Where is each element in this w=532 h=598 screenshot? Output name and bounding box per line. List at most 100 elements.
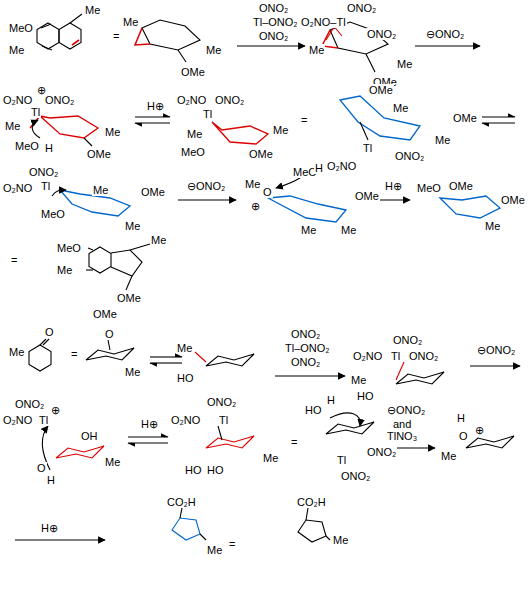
atom-label: H — [314, 162, 324, 174]
atom-label: Tl — [336, 454, 347, 466]
atom-label: Tl — [202, 108, 213, 120]
atom-label: Tl — [38, 414, 49, 426]
atom-label: Me — [300, 224, 317, 236]
atom-label: Me — [332, 534, 349, 546]
atom-label: Me — [440, 450, 457, 462]
atom-label: Tl — [40, 180, 51, 192]
atom-label: OMe — [500, 194, 526, 206]
atom-label: Me — [206, 544, 223, 556]
atom-label: Tl — [362, 142, 373, 154]
atom-label: Tl — [390, 350, 401, 362]
atom-label: ⊖ONO₂ — [476, 344, 516, 356]
atom-label: ONO₂ — [366, 28, 397, 40]
atom-label: Me — [8, 44, 25, 56]
atom-label: ONO₂ — [392, 334, 423, 346]
atom-label: = — [300, 114, 308, 126]
atom-label: Tl — [218, 414, 229, 426]
atom-label: ONO₂ — [258, 30, 289, 42]
atom-label: ONO₂ — [340, 470, 371, 482]
atom-label: = — [10, 254, 18, 266]
atom-label: Me — [8, 346, 25, 358]
atom-label: O — [36, 462, 47, 474]
atom-label: ONO₂ — [206, 396, 237, 408]
atom-label: OMe — [92, 308, 118, 320]
atom-label: H — [326, 394, 336, 406]
atom-label: ONO₂ — [290, 328, 321, 340]
atom-label: MeO — [416, 182, 442, 194]
atom-label: MeO — [56, 242, 82, 254]
atom-label: H⊕ — [140, 418, 159, 430]
atom-label: = — [112, 30, 120, 42]
atom-label: Me — [340, 224, 357, 236]
atom-label: O — [458, 430, 469, 442]
atom-label: Tl–ONO₂ — [252, 16, 299, 28]
atom-label: = — [290, 436, 298, 448]
atom-label: O — [262, 186, 273, 198]
atom-label: MeO — [14, 140, 40, 152]
atom-label: Me — [244, 178, 261, 190]
atom-label: Me — [272, 124, 289, 136]
atom-label: ONO₂ — [214, 94, 245, 106]
atom-label: Me — [434, 134, 451, 146]
atom-label: HO — [304, 404, 323, 416]
atom-label: = — [70, 348, 78, 360]
atom-label: Me — [150, 234, 167, 246]
atom-label: TlNO₃ — [386, 430, 418, 442]
atom-label: OMe — [354, 190, 380, 202]
atom-label: O₂NO–Tl — [300, 16, 347, 28]
atom-label: Me — [262, 452, 279, 464]
atom-label: H⊕ — [146, 100, 165, 112]
atom-label: Me — [104, 456, 121, 468]
atom-label: Me — [186, 128, 203, 140]
atom-label: HO — [356, 390, 375, 402]
atom-label: ⊕ — [250, 200, 261, 212]
atom-label: ONO₂ — [394, 150, 425, 162]
atom-label: MeO — [180, 146, 206, 158]
atom-label: OMe — [140, 186, 166, 198]
atom-label: Tl — [30, 106, 41, 118]
atom-label: Me — [84, 4, 101, 16]
atom-label: ONO₂ — [14, 398, 45, 410]
atom-label: ONO₂ — [366, 446, 397, 458]
atom-label: OMe — [448, 180, 474, 192]
atom-label: ⊖ONO₂ — [425, 28, 465, 40]
atom-label: OMe — [368, 84, 394, 96]
atom-label: OMe — [116, 292, 142, 304]
atom-label: O₂NO — [2, 182, 33, 194]
atom-label: OH — [80, 430, 99, 442]
atom-label: O₂NO — [176, 94, 207, 106]
atom-label: OMe — [180, 66, 206, 78]
atom-label: Me — [124, 366, 141, 378]
atom-label: Me — [484, 220, 501, 232]
atom-label: and — [392, 418, 412, 430]
atom-label: Me — [4, 120, 21, 132]
atom-label: Me — [92, 184, 109, 196]
atom-label: HO — [184, 464, 203, 476]
atom-label: ⊕ — [50, 404, 61, 416]
atom-label: H — [46, 474, 56, 486]
atom-label: ONO₂ — [258, 2, 289, 14]
atom-label: MeO — [8, 22, 34, 34]
atom-label: ONO₂ — [408, 350, 439, 362]
atom-label: Me — [350, 374, 367, 386]
atom-label: ONO₂ — [290, 356, 321, 368]
atom-label: MeO — [40, 208, 66, 220]
atom-label: O₂NO — [2, 94, 33, 106]
atom-label: O — [44, 326, 55, 338]
atom-label: ⊖ONO₂ — [386, 404, 426, 416]
atom-label: OMe — [248, 148, 274, 160]
atom-label: Me — [122, 16, 139, 28]
atom-label: Me — [392, 102, 409, 114]
atom-label: OMe — [86, 148, 112, 160]
atom-label: H⊕ — [40, 522, 59, 534]
atom-label: ⊕ — [474, 424, 485, 436]
atom-label: Me — [396, 58, 413, 70]
atom-label: ONO₂ — [28, 166, 59, 178]
atom-label: H — [44, 142, 54, 154]
atom-label: O₂NO — [352, 350, 383, 362]
atom-label: O₂NO — [326, 160, 357, 172]
atom-label: Me — [205, 44, 222, 56]
atom-label: ⊖ONO₂ — [186, 180, 226, 192]
atom-label: HO — [176, 372, 195, 384]
